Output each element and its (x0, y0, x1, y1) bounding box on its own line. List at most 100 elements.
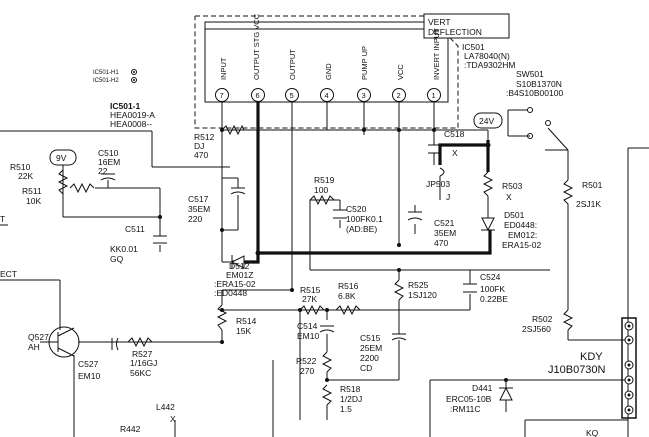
svg-text::RM11C: :RM11C (450, 404, 481, 414)
svg-text:C527: C527 (78, 359, 99, 369)
ic-ref: IC501 (462, 42, 485, 52)
heatsink-part-1: HEA0019-A (110, 110, 155, 120)
c527: C527 EM10 (78, 337, 119, 381)
pin-6: 6 (256, 91, 260, 100)
c514: C514 EM10 (297, 321, 335, 341)
svg-text:0.22BE: 0.22BE (480, 294, 508, 304)
r515: R515 27K (299, 285, 325, 316)
l442-val: X (170, 414, 176, 424)
svg-text:ERC05-10B: ERC05-10B (446, 394, 492, 404)
svg-text:C524: C524 (480, 272, 501, 282)
svg-text:C514: C514 (297, 321, 318, 331)
svg-text:100FK: 100FK (480, 284, 505, 294)
svg-text::ERA15-02: :ERA15-02 (214, 279, 256, 289)
svg-text:R527: R527 (132, 349, 153, 359)
supply-24v-tag: 24V (473, 112, 503, 129)
svg-text:270: 270 (300, 366, 314, 376)
pin-name-invert-input: INVERT INPUT (432, 28, 441, 80)
edge-fragment-ect: ECT (0, 269, 17, 279)
r442-ref: R442 (120, 424, 141, 434)
svg-text:D441: D441 (472, 383, 493, 393)
svg-text:ERA15-02: ERA15-02 (502, 240, 541, 250)
vert-deflection-label: VERT DEFLECTION (423, 13, 510, 39)
svg-text:C518: C518 (444, 129, 465, 139)
svg-text:R510: R510 (10, 162, 31, 172)
svg-text:10K: 10K (26, 196, 41, 206)
svg-text:EM10: EM10 (78, 371, 100, 381)
ic-pin-numbers: 7 6 5 4 3 2 1 (215, 88, 441, 102)
c515: C515 25EM 2200 CD (360, 310, 407, 373)
svg-text:EM012:: EM012: (508, 230, 537, 240)
svg-text:24V: 24V (479, 116, 494, 126)
svg-text:R511: R511 (22, 186, 42, 196)
ic-pin-names: INPUT OUTPUT STG VCC OUTPUT GND PUMP UP … (219, 13, 441, 80)
heatsink-ref: IC501-1 (110, 101, 141, 111)
svg-text:C515: C515 (360, 333, 381, 343)
r527: R527 1/16GJ 56KC (127, 336, 157, 378)
d501: D501 ED0448: EM012: ERA15-02 (481, 210, 541, 250)
svg-text:J: J (446, 192, 450, 202)
svg-text:R518: R518 (340, 384, 361, 394)
svg-text:R522: R522 (296, 356, 317, 366)
svg-text::B4S10B00100: :B4S10B00100 (506, 88, 563, 98)
r501: R501 2SJ1K (562, 179, 603, 209)
svg-text:R502: R502 (532, 314, 553, 324)
svg-text:GQ: GQ (110, 254, 124, 264)
pin-name-pump-up: PUMP UP (360, 46, 369, 80)
c518: C518 X (428, 129, 465, 158)
svg-text:IC501-H2: IC501-H2 (93, 78, 119, 84)
q527: Q527 AH (28, 326, 80, 358)
svg-text:C517: C517 (188, 194, 209, 204)
svg-text:100FK0.1: 100FK0.1 (346, 214, 383, 224)
jp503: JP503 J (426, 167, 450, 202)
r502: R502 2SJ560 (522, 309, 574, 334)
svg-text:220: 220 (188, 214, 202, 224)
ic-part-1: LA78040(N) (464, 51, 510, 61)
svg-text:EM10: EM10 (297, 331, 319, 341)
pin-1: 1 (432, 91, 436, 100)
pin-5: 5 (290, 91, 294, 100)
d512: D512 EM01Z :ERA15-02 :ED0448 (214, 240, 256, 298)
svg-text:(AD:BE): (AD:BE) (346, 224, 377, 234)
ic-h-markers: IC501-H1 IC501-H2 (93, 69, 137, 84)
svg-text:R519: R519 (314, 175, 335, 185)
r510: R510 22K (10, 162, 69, 195)
svg-text:1/16GJ: 1/16GJ (130, 358, 157, 368)
d441: D441 ERC05-10B :RM11C (446, 383, 513, 414)
svg-text:R512: R512 (194, 132, 215, 142)
c510: C510 16EM 22 (98, 148, 120, 181)
svg-text:470: 470 (194, 150, 208, 160)
svg-text:KK0.01: KK0.01 (110, 244, 138, 254)
svg-text:AH: AH (28, 342, 40, 352)
svg-text:DEFLECTION: DEFLECTION (428, 27, 482, 37)
svg-text:SW501: SW501 (516, 69, 544, 79)
svg-text:C511: C511 (125, 224, 145, 234)
svg-text:56KC: 56KC (130, 368, 151, 378)
edge-fragment-t: T (0, 214, 5, 224)
edge-fragment-kq: KQ (586, 428, 599, 437)
svg-text:22: 22 (98, 166, 108, 176)
svg-text:R516: R516 (338, 281, 359, 291)
r511: R511 10K (22, 182, 95, 206)
pin-name-output-stg-vcc: OUTPUT STG VCC (252, 13, 261, 80)
pin-name-input: INPUT (219, 57, 228, 80)
svg-text:1SJ120: 1SJ120 (408, 290, 437, 300)
c511: C511 KK0.01 GQ (110, 224, 167, 264)
svg-text:IC501-H1: IC501-H1 (93, 70, 119, 76)
svg-text:2SJ560: 2SJ560 (522, 324, 551, 334)
svg-text:CD: CD (360, 363, 372, 373)
svg-text:1/2DJ: 1/2DJ (340, 394, 362, 404)
svg-text:27K: 27K (302, 294, 317, 304)
ic-part-2: :TDA9302HM (464, 60, 516, 70)
svg-text:9V: 9V (56, 153, 67, 163)
pin-2: 2 (397, 91, 401, 100)
supply-9v-tag: 9V (49, 149, 77, 166)
svg-text:100: 100 (314, 185, 328, 195)
svg-text:35EM: 35EM (188, 204, 210, 214)
pin-4: 4 (325, 91, 329, 100)
svg-text:VERT: VERT (428, 17, 451, 27)
svg-text:35EM: 35EM (434, 228, 456, 238)
r519: R519 100 (309, 175, 335, 206)
svg-text:C521: C521 (434, 218, 455, 228)
svg-text:ED0448:: ED0448: (504, 220, 537, 230)
